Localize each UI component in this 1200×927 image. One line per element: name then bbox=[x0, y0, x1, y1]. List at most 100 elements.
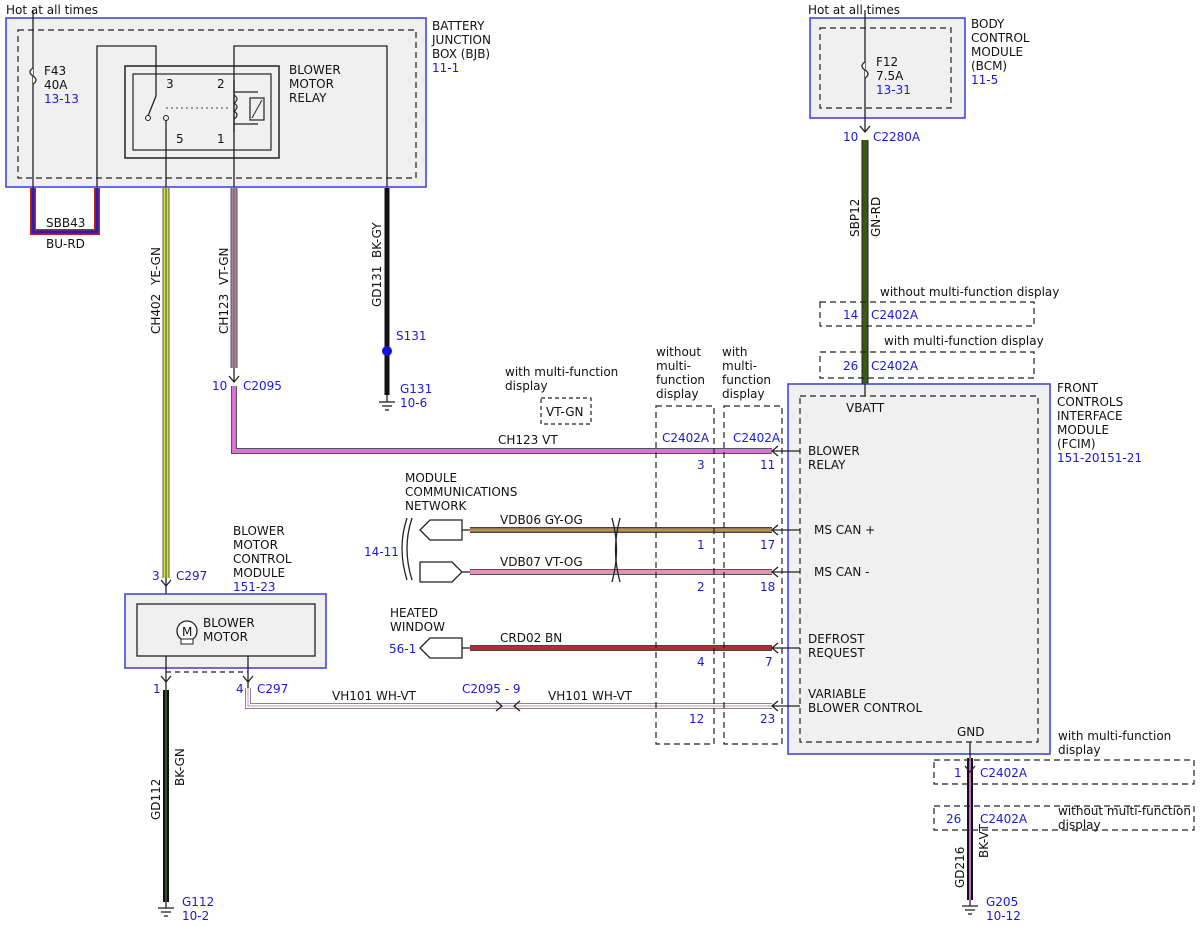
ch123-vt-label: CH123 VT bbox=[498, 433, 558, 447]
c2095-pin: 10 bbox=[212, 379, 227, 393]
fcim-ref: 151-20151-21 bbox=[1057, 451, 1142, 465]
col1-pin-3: 3 bbox=[697, 458, 705, 472]
conn-26-pin: 26 bbox=[843, 359, 858, 373]
fuse-f43-name: F43 bbox=[44, 64, 66, 78]
relay-name-3: RELAY bbox=[289, 91, 327, 105]
fcim-variable-1: VARIABLE bbox=[808, 687, 866, 701]
gnd-with-mfd-2: display bbox=[1058, 743, 1101, 757]
gnd-conn-26-label: C2402A bbox=[980, 812, 1028, 826]
col1-label-1: without bbox=[656, 345, 701, 359]
col1-label-2: multi- bbox=[656, 359, 691, 373]
conn-14-label: C2402A bbox=[871, 308, 919, 322]
g205-label: G205 bbox=[986, 895, 1018, 909]
vtgn-label: VT-GN bbox=[546, 405, 583, 419]
fcim-blower-relay-1: BLOWER bbox=[808, 444, 860, 458]
heated-window-1: HEATED bbox=[390, 606, 438, 620]
fcim-ms-can-plus: MS CAN + bbox=[814, 523, 875, 537]
bcm-name-1: BODY bbox=[971, 17, 1005, 31]
col1-label-4: display bbox=[656, 387, 699, 401]
col1-pin-12: 12 bbox=[689, 712, 704, 726]
col2-pin-18: 18 bbox=[760, 580, 775, 594]
fcim-module bbox=[770, 383, 1051, 758]
col1-pin-1: 1 bbox=[697, 538, 705, 552]
relay-pin-2: 2 bbox=[217, 77, 225, 91]
network-label-3: NETWORK bbox=[405, 499, 468, 513]
bcm-hot-label: Hot at all times bbox=[808, 3, 900, 17]
fcim-name-3: INTERFACE bbox=[1057, 409, 1123, 423]
bmcm-pin-3: 3 bbox=[152, 569, 160, 583]
gnd-without-mfd-2: display bbox=[1058, 818, 1101, 832]
relay-pin-5: 5 bbox=[176, 132, 184, 146]
g112-label: G112 bbox=[182, 895, 214, 909]
relay-name-1: BLOWER bbox=[289, 63, 341, 77]
gd131-color: BK-GY bbox=[370, 222, 384, 258]
g131-label: G131 bbox=[400, 382, 432, 396]
sbb43-label: SBB43 bbox=[46, 216, 85, 230]
blower-motor-control-module bbox=[124, 578, 327, 690]
col2-pin-17: 17 bbox=[760, 538, 775, 552]
fcim-name-5: (FCIM) bbox=[1057, 437, 1096, 451]
fcim-name-1: FRONT bbox=[1057, 381, 1099, 395]
gd216-color: BK-VT bbox=[977, 823, 991, 858]
variant-connectors-gnd bbox=[933, 759, 1195, 831]
battery-junction-box bbox=[5, 10, 427, 235]
bcm-name-4: (BCM) bbox=[971, 59, 1007, 73]
crd02-label: CRD02 BN bbox=[500, 631, 562, 645]
network-connectors bbox=[401, 517, 470, 659]
gd216-circuit: GD216 bbox=[953, 847, 967, 888]
fcim-blower-relay-2: RELAY bbox=[808, 458, 846, 472]
fcim-gnd: GND bbox=[957, 725, 985, 739]
bjb-name-3: BOX (BJB) bbox=[432, 47, 490, 61]
with-mfd-vtgn-label-2: display bbox=[505, 379, 548, 393]
fuse-f43-ref: 13-13 bbox=[44, 92, 79, 106]
fcim-defrost-1: DEFROST bbox=[808, 632, 865, 646]
bcm-name-2: CONTROL bbox=[971, 31, 1030, 45]
fcim-ms-can-minus: MS CAN - bbox=[814, 565, 870, 579]
col2-pin-23: 23 bbox=[760, 712, 775, 726]
bmcm-pin-1: 1 bbox=[153, 682, 161, 696]
sbp12-color: GN-RD bbox=[869, 197, 883, 237]
relay-pin-1: 1 bbox=[217, 132, 225, 146]
bmcm-name-4: MODULE bbox=[233, 566, 285, 580]
fcim-variable-2: BLOWER CONTROL bbox=[808, 701, 922, 715]
c2095-inline-label: C2095 - 9 bbox=[462, 682, 521, 696]
body-control-module bbox=[809, 10, 966, 134]
fcim-name-4: MODULE bbox=[1057, 423, 1109, 437]
fcim-defrost-2: REQUEST bbox=[808, 646, 865, 660]
c297-top-label: C297 bbox=[176, 569, 207, 583]
col1-conn-label: C2402A bbox=[662, 431, 710, 445]
col2-conn-label: C2402A bbox=[733, 431, 781, 445]
fuse-f12-name: F12 bbox=[876, 55, 898, 69]
gd131-circuit: GD131 bbox=[370, 266, 384, 307]
blower-motor-2: MOTOR bbox=[203, 630, 248, 644]
heated-window-2: WINDOW bbox=[390, 620, 445, 634]
network-ref: 14-11 bbox=[364, 545, 399, 559]
bmcm-name-3: CONTROL bbox=[233, 552, 292, 566]
heated-window-ref: 56-1 bbox=[389, 642, 416, 656]
col1-pin-2: 2 bbox=[697, 580, 705, 594]
c2095-label: C2095 bbox=[243, 379, 282, 393]
conn-26-label: C2402A bbox=[871, 359, 919, 373]
c2280a-label: C2280A bbox=[873, 130, 921, 144]
s131-label: S131 bbox=[396, 329, 427, 343]
fuse-f12-ref: 13-31 bbox=[876, 83, 911, 97]
col2-label-1: with bbox=[722, 345, 747, 359]
vdb07-label: VDB07 VT-OG bbox=[500, 555, 583, 569]
vh101-label-right: VH101 WH-VT bbox=[548, 689, 633, 703]
col2-label-4: display bbox=[722, 387, 765, 401]
c2280a-pin: 10 bbox=[843, 130, 858, 144]
col1-pin-4: 4 bbox=[697, 655, 705, 669]
bmcm-ref: 151-23 bbox=[233, 580, 276, 594]
g131-ref: 10-6 bbox=[400, 396, 427, 410]
bcm-ref: 11-5 bbox=[971, 73, 998, 87]
col2-label-3: function bbox=[722, 373, 771, 387]
c297-bottom-label: C297 bbox=[257, 682, 288, 696]
col1-label-3: function bbox=[656, 373, 705, 387]
bjb-ref: 11-1 bbox=[432, 61, 459, 75]
g112-ref: 10-2 bbox=[182, 909, 209, 923]
bmcm-name-2: MOTOR bbox=[233, 538, 278, 552]
col2-pin-11: 11 bbox=[760, 458, 775, 472]
fuse-f12-rating: 7.5A bbox=[876, 69, 904, 83]
col2-label-2: multi- bbox=[722, 359, 757, 373]
